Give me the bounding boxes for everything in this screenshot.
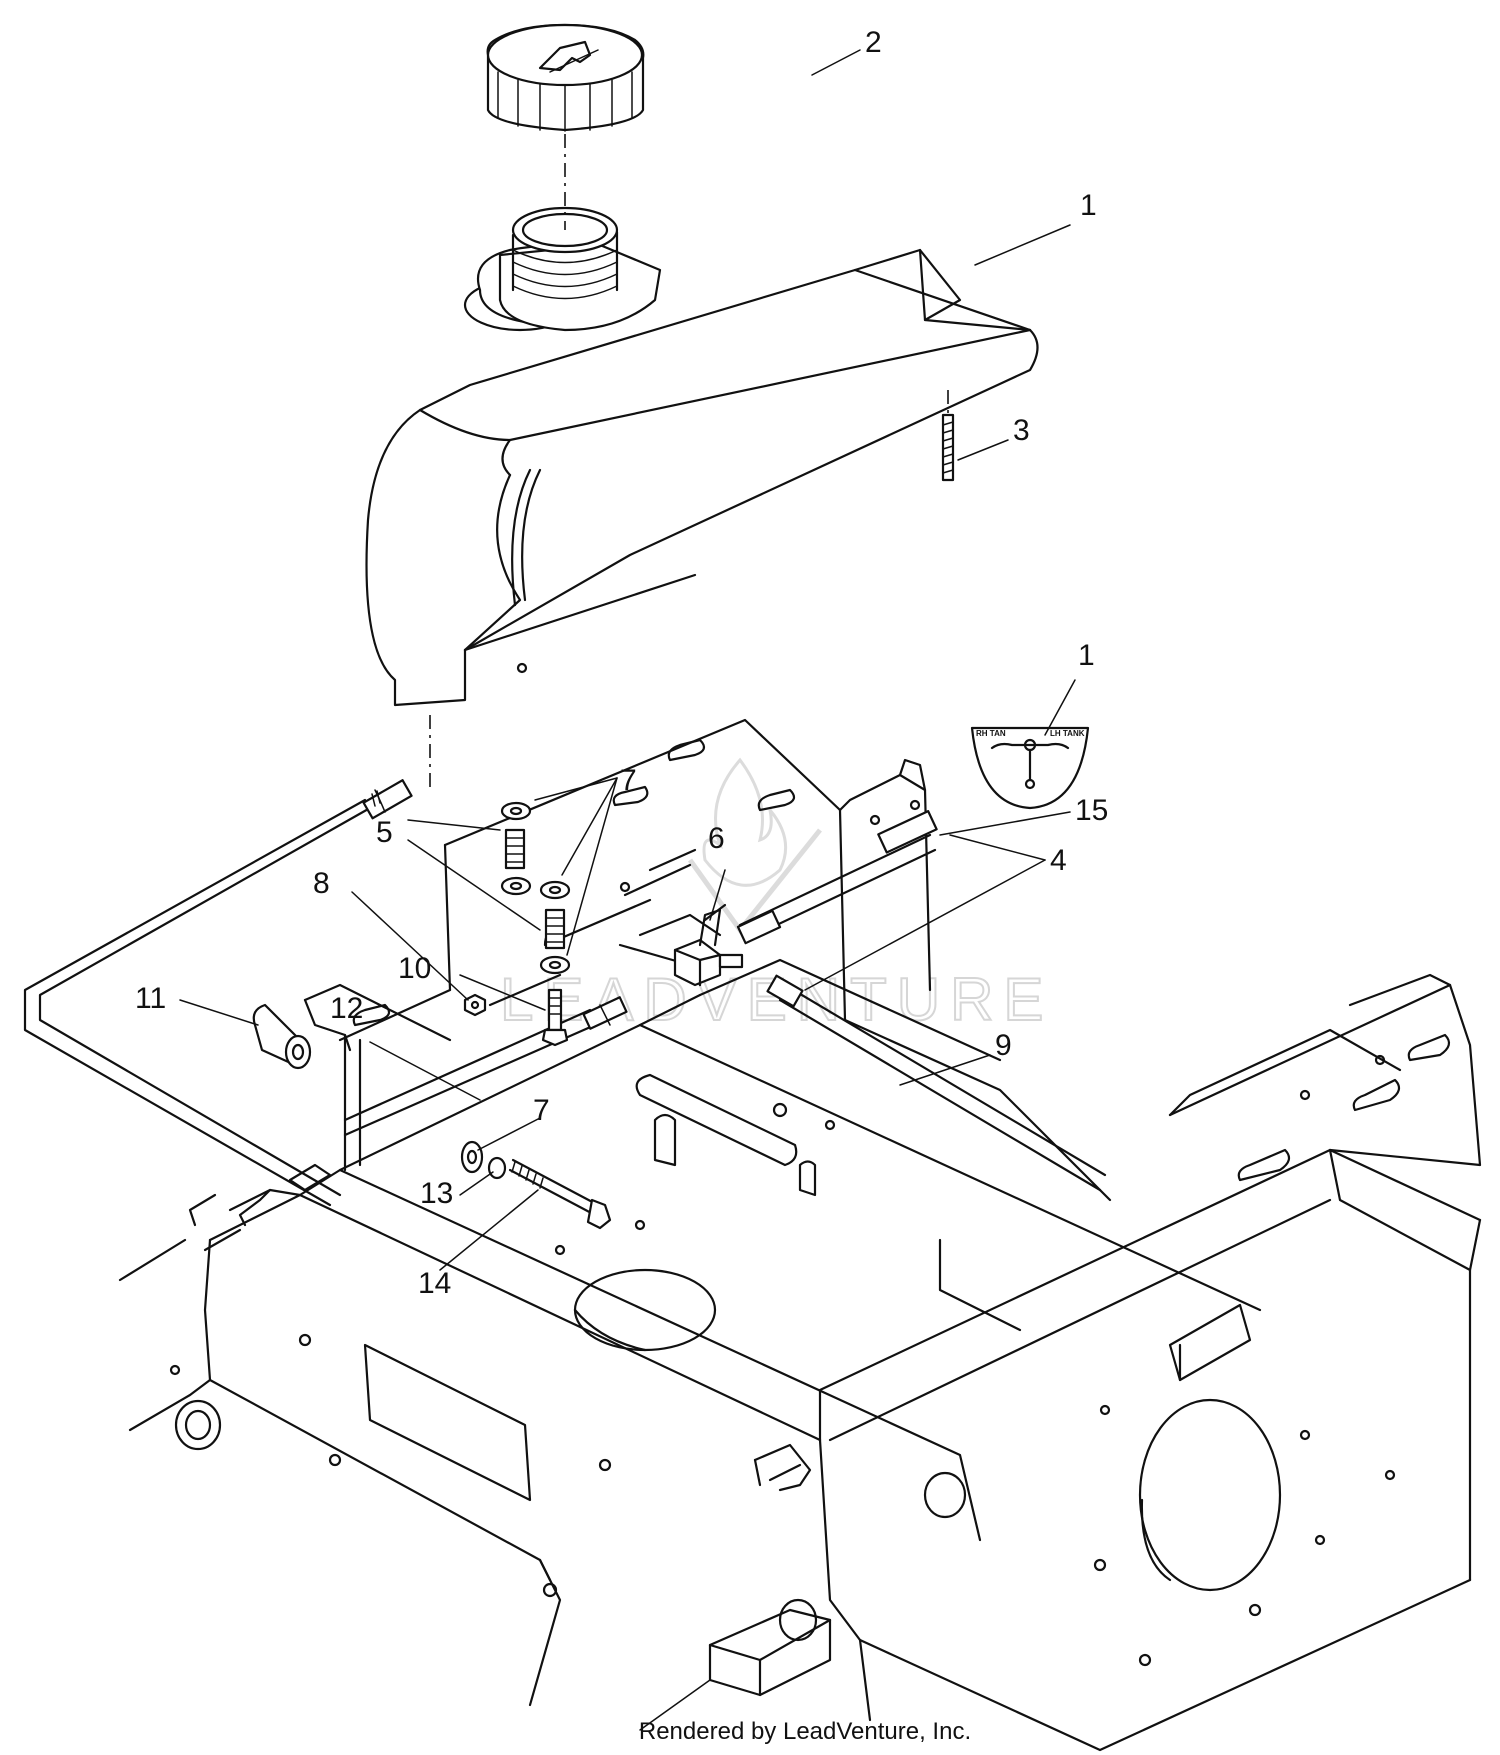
callout-1-tank: 1 bbox=[1080, 189, 1097, 222]
callout-8: 8 bbox=[313, 867, 330, 900]
decal-lh-label: LH TANK bbox=[1050, 729, 1085, 738]
shutoff-valve bbox=[673, 903, 744, 987]
callout-15: 15 bbox=[1075, 794, 1108, 827]
callout-7-bottom: 7 bbox=[533, 1094, 550, 1127]
mounting-stud bbox=[941, 390, 955, 482]
callout-6: 6 bbox=[708, 822, 725, 855]
callout-labels: 2 1 3 1 7 15 5 6 4 8 10 11 12 9 7 13 14 bbox=[135, 26, 1108, 1300]
callout-11: 11 bbox=[135, 982, 166, 1015]
callout-1-decal: 1 bbox=[1078, 639, 1095, 672]
hex-nut bbox=[463, 993, 487, 1017]
hardware-stack-center bbox=[539, 880, 571, 1047]
hardware-stack-left bbox=[500, 801, 532, 896]
fuel-tank bbox=[365, 206, 1039, 707]
bolt-assembly bbox=[460, 1140, 612, 1230]
callout-13: 13 bbox=[420, 1177, 453, 1210]
callout-14: 14 bbox=[418, 1267, 451, 1300]
callout-3: 3 bbox=[1013, 414, 1030, 447]
callout-7-top: 7 bbox=[620, 764, 637, 797]
render-credit: Rendered by LeadVenture, Inc. bbox=[638, 1718, 972, 1745]
mower-frame bbox=[118, 973, 1482, 1752]
callout-2: 2 bbox=[865, 26, 882, 59]
callout-12: 12 bbox=[330, 992, 363, 1025]
decal-rh-label: RH TAN bbox=[976, 729, 1006, 738]
callout-10: 10 bbox=[398, 952, 431, 985]
callout-9: 9 bbox=[995, 1029, 1012, 1062]
fuel-cap bbox=[486, 23, 645, 132]
watermark: LEADVENTURE bbox=[499, 757, 1044, 1034]
callout-5: 5 bbox=[376, 816, 393, 849]
spacer bbox=[252, 1003, 312, 1070]
callout-4: 4 bbox=[1050, 844, 1067, 877]
leader-lines bbox=[179, 49, 1076, 1731]
fuel-selector-decal: RH TAN LH TANK bbox=[970, 726, 1090, 810]
